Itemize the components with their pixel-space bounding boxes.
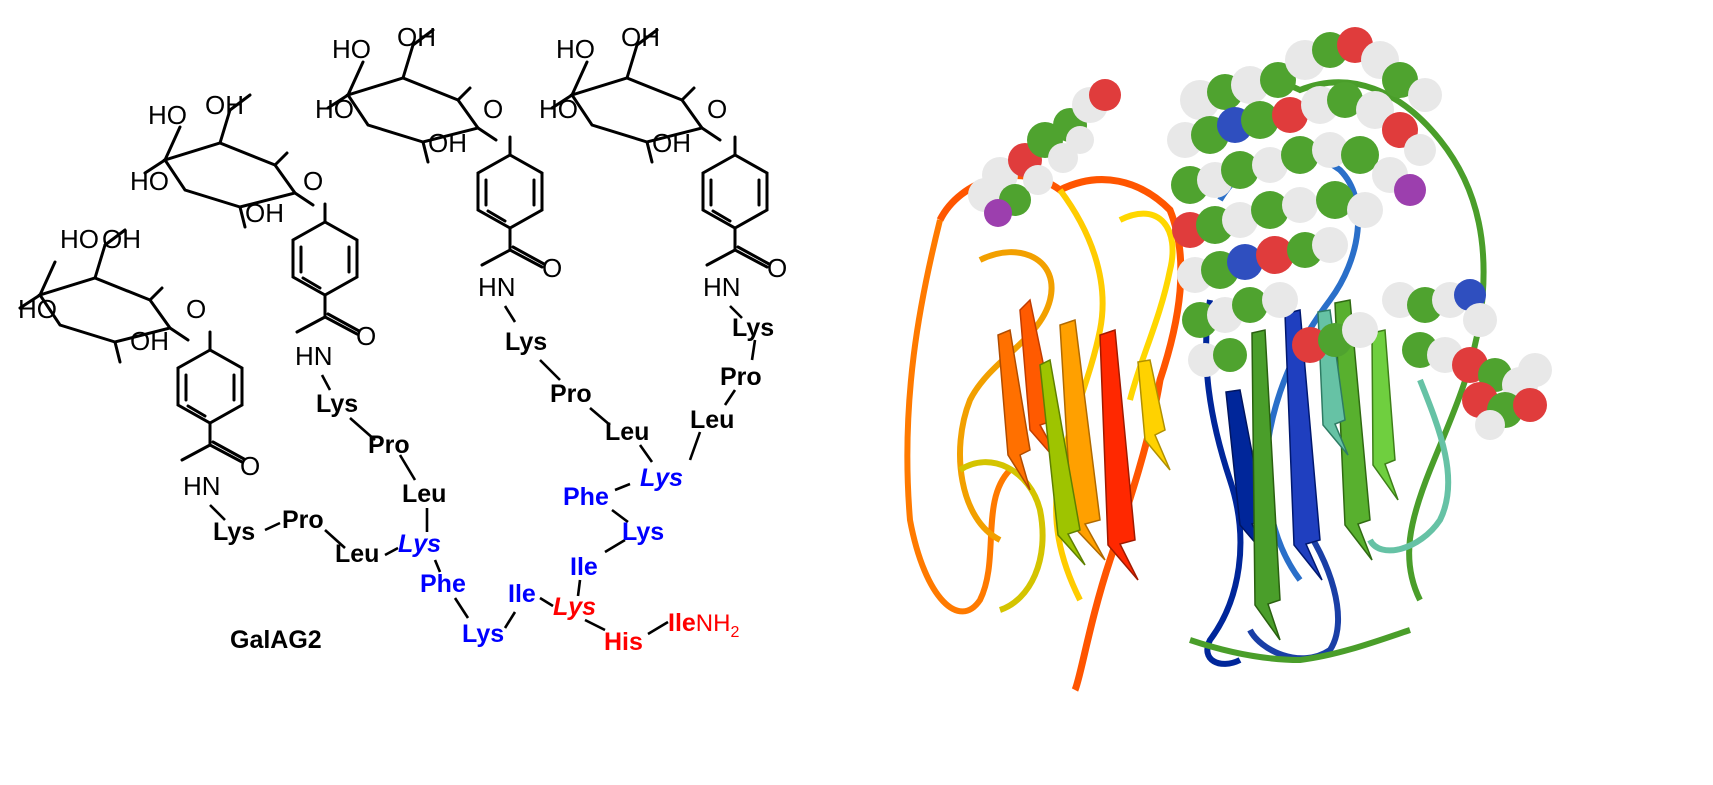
- amide-nh-label: HN: [703, 272, 741, 302]
- hydroxyl-label: OH: [621, 22, 660, 52]
- residue-leu: Leu: [402, 480, 446, 508]
- hydroxyl-label: OH: [102, 224, 141, 254]
- residue-phe: Phe: [420, 570, 466, 598]
- hydroxyl-label: HO: [539, 94, 578, 124]
- hydroxyl-label: HO: [130, 166, 169, 196]
- ligand-spheres-b: [1167, 27, 1552, 440]
- hydroxyl-label: HO: [332, 34, 371, 64]
- amide-nh-label: HN: [183, 471, 221, 501]
- benzamide-linker-3: O HN: [476, 135, 562, 302]
- amide-nh-label: HN: [295, 341, 333, 371]
- carbonyl-oxygen-label: O: [767, 253, 787, 283]
- galactose-unit-3: HO OH HO OH O: [315, 22, 503, 164]
- hydroxyl-label: HO: [60, 224, 99, 254]
- residue-lys: Lys: [213, 518, 255, 546]
- glycosidic-oxygen-label: O: [303, 166, 323, 196]
- benzamide-linker-4: O HN: [701, 135, 787, 302]
- residue-pro: Pro: [282, 506, 324, 534]
- carbonyl-oxygen-label: O: [240, 451, 260, 481]
- residue-pro: Pro: [550, 380, 592, 408]
- residue-lys-branch: Lys: [398, 530, 441, 558]
- hydroxyl-label: OH: [205, 90, 244, 120]
- hydroxyl-label: HO: [18, 294, 57, 324]
- hydroxyl-label: OH: [397, 22, 436, 52]
- hydroxyl-label: OH: [652, 128, 691, 158]
- residue-ile-amide: IleNH2: [668, 609, 739, 641]
- residue-lys: Lys: [505, 328, 547, 356]
- benzamide-linker-1: O HN: [176, 330, 260, 501]
- ligand-spheres-a: [968, 79, 1121, 227]
- galactose-unit-2: HO OH HO OH O: [130, 90, 323, 229]
- lectin-monomer-b: [1187, 76, 1487, 667]
- residue-lys-branch: Lys: [640, 464, 683, 492]
- residue-lys: Lys: [462, 620, 504, 648]
- residue-ile: Ile: [570, 553, 598, 581]
- glycosidic-oxygen-label: O: [483, 94, 503, 124]
- galactose-unit-4: HO OH HO OH O: [539, 22, 727, 164]
- residue-lys: Lys: [732, 314, 774, 342]
- residue-leu: Leu: [605, 418, 649, 446]
- residue-leu: Leu: [690, 406, 734, 434]
- residue-lys-center: Lys: [553, 593, 596, 621]
- hydroxyl-label: HO: [556, 34, 595, 64]
- compound-label: GalAG2: [230, 626, 322, 654]
- residue-leu: Leu: [335, 540, 379, 568]
- hydroxyl-label: HO: [315, 94, 354, 124]
- peptide-core-residues: Lys Phe Lys Ile Lys Phe Lys Ile: [398, 464, 683, 648]
- residue-pro: Pro: [720, 363, 762, 391]
- peptide-center-residues: Lys His IleNH2: [553, 593, 739, 656]
- carbonyl-oxygen-label: O: [356, 321, 376, 351]
- glycosidic-oxygen-label: O: [186, 294, 206, 324]
- peptide-arm-residues: Lys Pro Leu Lys Pro Leu Lys Pro Leu Lys …: [213, 314, 774, 568]
- protein-complex-rendering: [880, 0, 1713, 785]
- residue-pro: Pro: [368, 431, 410, 459]
- benzamide-linker-2: O HN: [291, 202, 376, 371]
- residue-lys: Lys: [622, 518, 664, 546]
- hydroxyl-label: OH: [130, 326, 169, 356]
- lectin-monomer-a: [904, 172, 1185, 692]
- hydroxyl-label: HO: [148, 100, 187, 130]
- galactose-unit-1: HO OH HO OH O: [18, 224, 206, 364]
- residue-his: His: [604, 628, 643, 656]
- residue-ile: Ile: [508, 580, 536, 608]
- hydroxyl-label: OH: [428, 128, 467, 158]
- galag2-structure-diagram: HO OH HO OH O O HN HO OH HO OH O O HN HO…: [18, 22, 787, 656]
- peptide-bonds: [209, 305, 757, 636]
- residue-phe: Phe: [563, 483, 609, 511]
- carbonyl-oxygen-label: O: [542, 253, 562, 283]
- glycosidic-oxygen-label: O: [707, 94, 727, 124]
- hydroxyl-label: OH: [245, 198, 284, 228]
- residue-lys: Lys: [316, 390, 358, 418]
- amide-nh-label: HN: [478, 272, 516, 302]
